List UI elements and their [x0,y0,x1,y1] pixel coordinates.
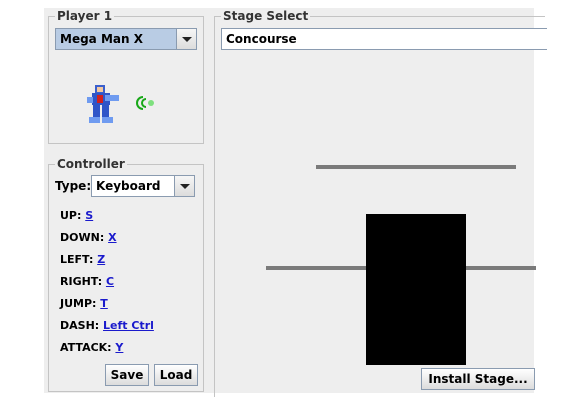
binding-attack: ATTACK: Y [60,341,123,354]
stage-group-title: Stage Select [221,9,311,23]
binding-label: LEFT: [60,253,94,266]
platform-top [316,165,516,169]
controller-type-select[interactable]: Keyboard [91,175,195,197]
binding-label: UP: [60,209,82,222]
save-button[interactable]: Save [105,364,149,386]
binding-left: LEFT: Z [60,253,105,266]
binding-right: RIGHT: C [60,275,114,288]
stage-preview [215,57,536,365]
controller-group-title: Controller [55,157,127,171]
binding-dash: DASH: Left Ctrl [60,319,154,332]
controller-type-value: Keyboard [96,179,161,193]
binding-key-jump[interactable]: T [100,297,108,310]
binding-label: RIGHT: [60,275,103,288]
buster-shot [136,96,154,110]
player-group: Player 1 Mega Man X [48,9,204,144]
binding-key-dash[interactable]: Left Ctrl [103,319,154,332]
binding-label: JUMP: [60,297,97,310]
load-button[interactable]: Load [154,364,198,386]
character-select-value: Mega Man X [60,32,143,46]
chevron-down-icon[interactable] [174,176,194,196]
character-select[interactable]: Mega Man X [55,28,197,50]
binding-jump: JUMP: T [60,297,108,310]
binding-key-right[interactable]: C [105,275,115,288]
controller-group: Controller Type: Keyboard UP: S DOWN: X … [48,157,204,392]
binding-up: UP: S [60,209,93,222]
binding-label: ATTACK: [60,341,112,354]
main-window: Player 1 Mega Man X [44,8,547,397]
stage-select[interactable]: Concourse [221,28,547,50]
binding-key-down[interactable]: X [108,231,117,244]
type-label: Type: [55,179,92,193]
player-group-title: Player 1 [55,9,115,23]
mega-man-x-figure [87,85,119,123]
binding-key-attack[interactable]: Y [115,341,124,354]
stage-select-value: Concourse [226,32,297,46]
platform-left [266,266,366,270]
stage-block [366,214,466,365]
stage-group: Stage Select Concourse Install Stage... [214,9,547,397]
binding-key-up[interactable]: S [85,209,94,222]
chevron-down-icon[interactable] [176,29,196,49]
install-stage-button[interactable]: Install Stage... [421,368,535,390]
binding-down: DOWN: X [60,231,117,244]
binding-label: DOWN: [60,231,105,244]
platform-right [466,266,536,270]
binding-key-left[interactable]: Z [97,253,106,266]
binding-label: DASH: [60,319,100,332]
character-sprite-icon [87,85,154,123]
